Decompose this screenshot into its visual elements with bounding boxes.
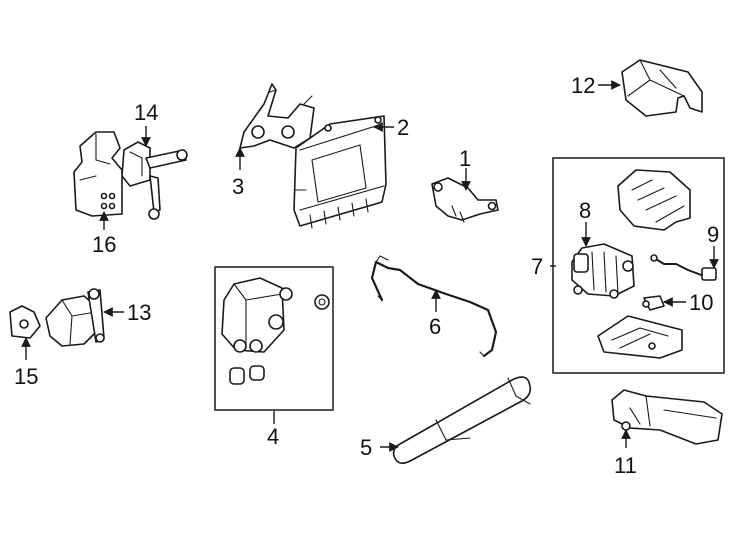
- leader-lines: [21, 80, 719, 452]
- callout-12: 12: [571, 73, 595, 98]
- part-2-control-module: [293, 115, 387, 229]
- part-6-harness: [370, 255, 498, 358]
- callout-14: 14: [134, 100, 158, 125]
- part-12-cover: [621, 59, 703, 117]
- callout-4: 4: [267, 424, 279, 449]
- part-10-sensor: [642, 295, 665, 311]
- part-4-valve-block: [221, 277, 330, 385]
- part-1-sensor: [431, 177, 499, 223]
- part-3-bracket: [239, 83, 315, 149]
- part-7-compressor-cover: [617, 169, 691, 231]
- callout-6: 6: [429, 314, 441, 339]
- part-9-pigtail: [650, 254, 717, 281]
- callout-7: 7: [531, 254, 543, 279]
- group-4-frame: [214, 266, 334, 411]
- callout-8: 8: [579, 198, 591, 223]
- part-7-mounting-tray: [597, 315, 683, 359]
- part-14-height-sensor: [121, 141, 188, 220]
- callout-9: 9: [707, 222, 719, 247]
- callout-15: 15: [14, 364, 38, 389]
- callout-11: 11: [614, 453, 637, 478]
- callout-10: 10: [689, 290, 713, 315]
- callout-labels: 1 2 3 4 5 6 7 8 9 10 11 12 13 14 15 16: [14, 73, 719, 478]
- part-5-tube: [392, 376, 532, 464]
- part-16-bracket: [73, 131, 123, 217]
- part-15-bracket: [9, 305, 41, 339]
- part-11-bracket: [611, 389, 723, 445]
- callout-3: 3: [232, 174, 244, 199]
- callout-1: 1: [459, 146, 471, 171]
- callout-16: 16: [92, 232, 116, 257]
- part-8-compressor: [571, 243, 635, 299]
- callout-13: 13: [127, 300, 151, 325]
- callout-2: 2: [397, 115, 409, 140]
- callout-5: 5: [360, 435, 372, 460]
- part-13-height-sensor: [45, 288, 105, 347]
